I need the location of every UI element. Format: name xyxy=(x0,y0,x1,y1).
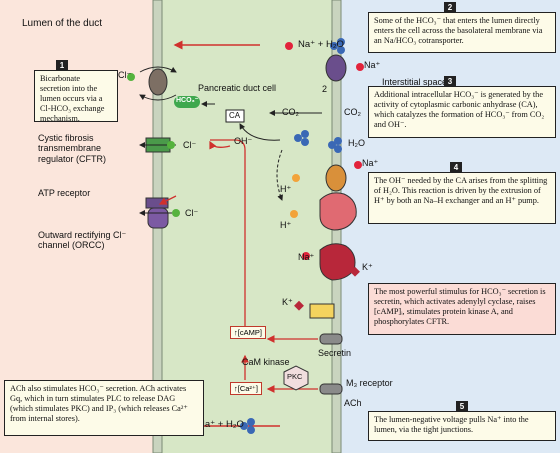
pkc-shape xyxy=(283,365,309,391)
h2o-inter-label: H₂O xyxy=(348,138,365,148)
cl-hco3-exchanger xyxy=(148,68,168,96)
h-cell-label: H⁺ xyxy=(280,184,292,194)
water-molecule-cell xyxy=(294,130,309,146)
k-low-label: K⁺ xyxy=(282,297,293,307)
callout-3: Additional intracellular HCO₃⁻ is genera… xyxy=(368,86,556,138)
ca-label: CA xyxy=(229,111,241,120)
camp-tag: ↑[cAMP] xyxy=(230,326,266,339)
cl-top-label: Cl⁻ xyxy=(118,70,132,80)
oh-label: OH⁻ xyxy=(234,136,253,146)
atp-receptor xyxy=(145,197,169,209)
callout-1-number: 1 xyxy=(56,60,68,72)
cl-cftr-label: Cl⁻ xyxy=(183,140,197,150)
hco3-cell-label: HCO₃⁻ xyxy=(176,97,199,104)
co2-inter-label: CO₂ xyxy=(344,107,361,117)
callout-3-number: 3 xyxy=(444,76,456,88)
orcc-channel xyxy=(147,207,169,229)
na-hco3-cotransporter xyxy=(325,54,347,82)
callout-secretin: The most powerful stimulus for HCO₃⁻ sec… xyxy=(368,283,556,335)
callout-ach: ACh also stimulates HCO₃⁻ secretion. ACh… xyxy=(4,380,204,436)
na-h-exchanger xyxy=(325,164,347,192)
na-pump-label: Na⁺ xyxy=(298,252,315,262)
m3-label: M₃ receptor xyxy=(346,378,393,388)
ca-box xyxy=(225,109,245,123)
cam-kinase-label: CaM kinase xyxy=(242,357,290,367)
co2-cell-label: CO₂ xyxy=(282,107,299,117)
m3-receptor xyxy=(319,383,343,395)
k-channel xyxy=(309,303,335,319)
interstitial-label: Interstitial space xyxy=(382,77,448,87)
na-mid-top-label: Na⁺ xyxy=(362,158,379,168)
atp-receptor-label: ATP receptor xyxy=(38,188,91,198)
callout-2-number: 2 xyxy=(444,2,456,14)
callout-4: The OH⁻ needed by the CA arises from the… xyxy=(368,172,556,224)
callout-5-number: 5 xyxy=(456,401,468,413)
secretin-receptor xyxy=(319,333,343,345)
hco3-blob xyxy=(174,96,200,108)
h-pump xyxy=(319,192,357,231)
na-top-label: Na⁺ xyxy=(364,60,381,70)
k-mid-label: K⁺ xyxy=(362,262,373,272)
na-bottom-label: Na⁺ + H₂O xyxy=(198,419,244,430)
callout-4-number: 4 xyxy=(450,162,462,174)
cftr-label: Cystic fibrosis transmembrane regulator … xyxy=(38,133,107,164)
callout-2: Some of the HCO₃⁻ that enters the lumen … xyxy=(368,12,556,53)
water-molecule-top xyxy=(330,38,345,54)
na-k-pump xyxy=(319,243,356,281)
pkc-label: PKC xyxy=(287,372,303,381)
interstitial-region xyxy=(336,0,560,453)
ca2-tag: ↑[Ca²⁺] xyxy=(230,382,262,395)
water-molecule-inter xyxy=(328,137,342,153)
cl-orcc-label: Cl⁻ xyxy=(185,208,199,218)
lumen-label: Lumen of the duct xyxy=(22,18,103,29)
secretin-label: Secretin xyxy=(318,348,352,358)
callout-1: Bicarbonate secretion into the lumen occ… xyxy=(34,70,118,123)
cell-label: Pancreatic duct cell xyxy=(198,83,277,93)
callout-5: The lumen-negative voltage pulls Na⁺ int… xyxy=(368,411,556,441)
na-lumen-arrow-label: Na⁺ + H₂O xyxy=(298,39,344,50)
h-cell2-label: H⁺ xyxy=(280,220,292,230)
two-label: 2 xyxy=(322,84,328,94)
orcc-label: Outward rectifying Cl⁻ channel (ORCC) xyxy=(38,230,127,251)
ach-label: ACh xyxy=(344,398,362,408)
